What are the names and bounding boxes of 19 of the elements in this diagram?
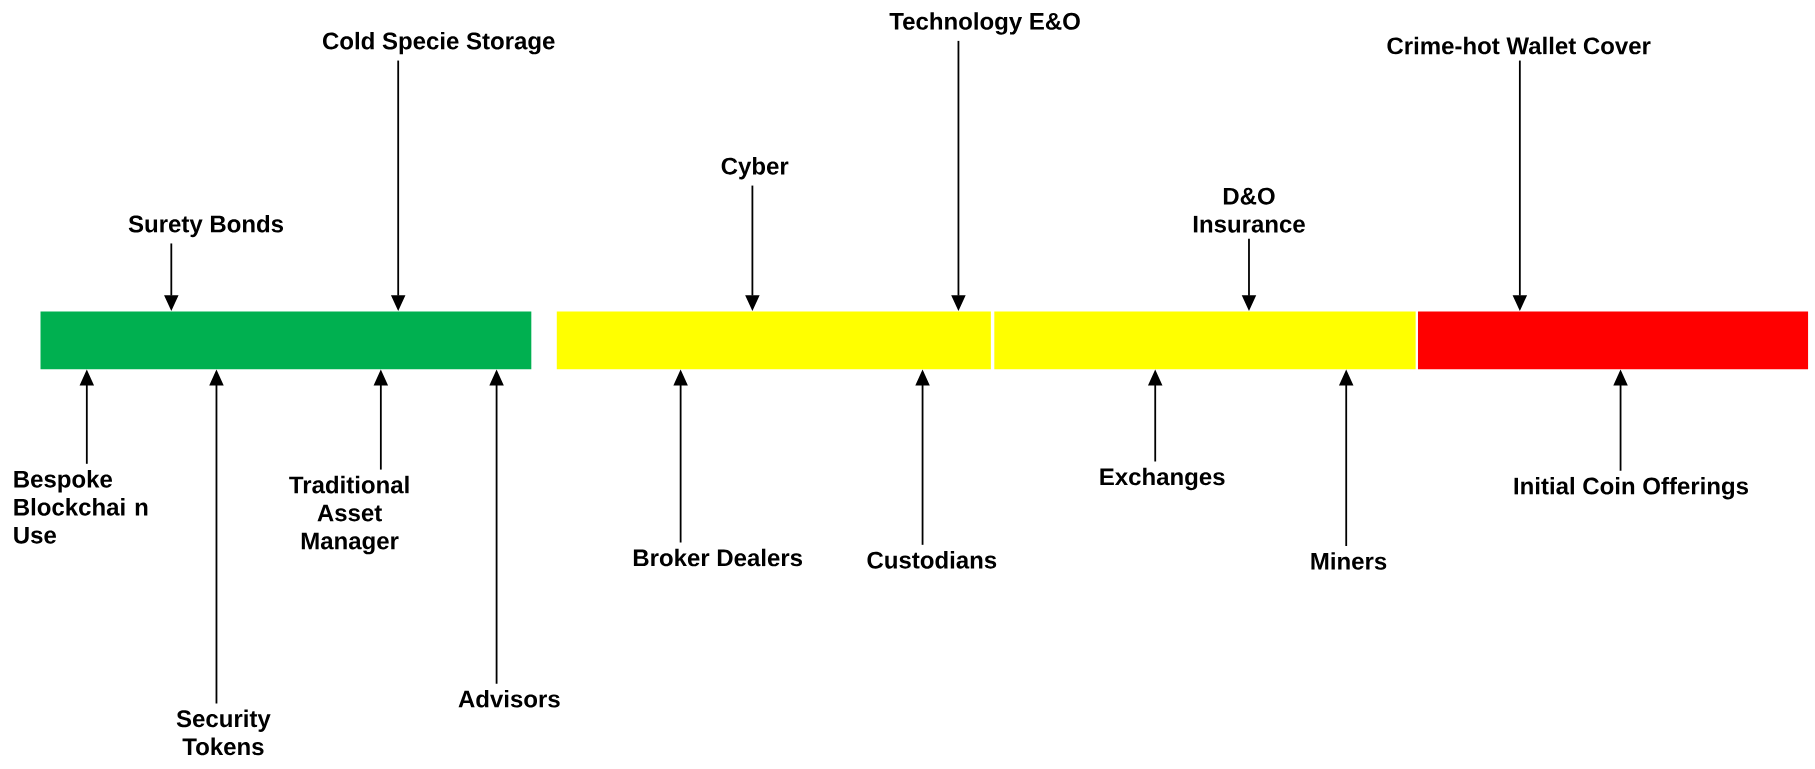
color-bar [40, 311, 532, 370]
label-text: Cyber [721, 157, 789, 180]
label-text: Surety Bonds [128, 214, 284, 238]
label-text: Bespoke Blockchai n Use [14, 470, 148, 544]
label-text: Initial Coin Offerings [1514, 476, 1748, 500]
label-text: Exchanges [1100, 467, 1225, 491]
label-text: Technology E&O [889, 12, 1080, 35]
label-text: Security Tokens [176, 709, 271, 756]
color-bar [1418, 311, 1809, 370]
label-text: Cold Specie Storage [323, 31, 555, 55]
label-text: Miners [1311, 552, 1387, 570]
label-text: Broker Dealers [633, 548, 802, 567]
label-text: Traditional Asset Manager [289, 475, 409, 555]
label-text: D&O Insurance [1193, 187, 1305, 233]
color-bar [994, 311, 1416, 370]
label-text: Advisors [458, 689, 560, 708]
label-text: Crime-hot Wallet Cover [1387, 36, 1651, 55]
label-text: Custodians [867, 551, 997, 569]
color-bar [556, 311, 991, 370]
